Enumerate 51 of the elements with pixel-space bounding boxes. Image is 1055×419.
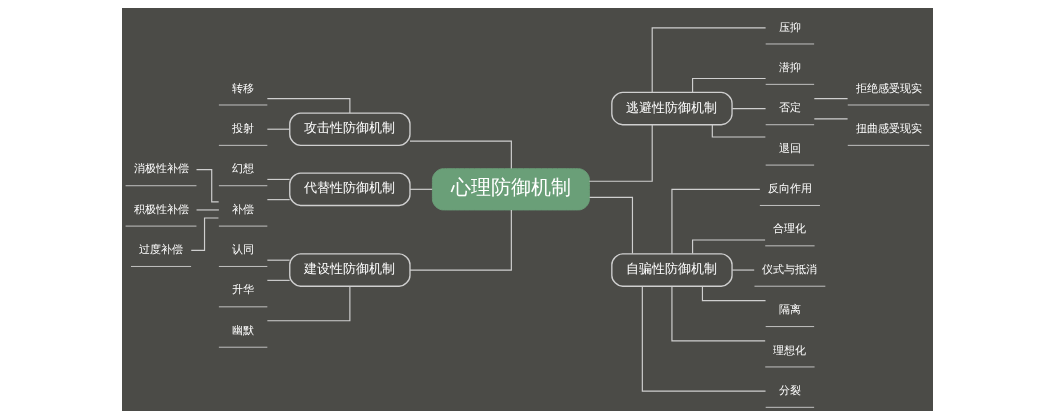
connector — [671, 285, 766, 342]
connector — [813, 98, 849, 100]
node-box: 逃避性防御机制 — [611, 91, 733, 126]
node-text: 升华 — [232, 283, 255, 297]
node-text: 反向作用 — [767, 182, 812, 196]
node-text: 转移 — [232, 81, 255, 95]
node-text: 仪式与抵消 — [762, 262, 818, 276]
node-text: 拒绝感受现实 — [855, 81, 922, 95]
node-text: 隔离 — [778, 303, 801, 317]
connector — [671, 188, 761, 255]
connector — [651, 27, 767, 93]
node-text: 退回 — [778, 141, 801, 155]
node-text: 过度补偿 — [139, 243, 184, 257]
connector — [589, 196, 634, 255]
node-text: 认同 — [232, 243, 255, 257]
connector — [195, 209, 220, 211]
connector — [266, 199, 291, 201]
node-text: 补偿 — [232, 202, 255, 216]
node-text: 消极性补偿 — [133, 162, 189, 176]
connector — [266, 285, 351, 322]
node-text: 合理化 — [773, 222, 807, 236]
node-box: 建设性防御机制 — [289, 253, 411, 287]
connector — [588, 124, 653, 182]
connector — [266, 178, 291, 181]
node-text: 压抑 — [778, 20, 801, 34]
connector — [409, 209, 512, 271]
node-text: 投射 — [232, 121, 255, 135]
node-box: 代替性防御机制 — [289, 172, 411, 207]
connector — [409, 188, 433, 190]
connector — [266, 128, 291, 130]
connector — [409, 140, 512, 170]
node-text: 否定 — [778, 101, 801, 115]
node-text: 潜抑 — [778, 60, 801, 74]
node-text: 分裂 — [778, 383, 801, 397]
node-text: 理想化 — [773, 343, 807, 357]
node-box: 攻击性防御机制 — [289, 112, 411, 147]
node-text: 积极性补偿 — [133, 202, 189, 216]
connector — [813, 118, 849, 120]
connector — [701, 285, 767, 302]
connector — [641, 285, 767, 392]
node-box: 心理防御机制 — [431, 168, 590, 211]
connector — [266, 279, 291, 281]
connector — [731, 269, 755, 271]
node-text: 扭曲感受现实 — [855, 121, 922, 135]
connector — [692, 239, 766, 255]
connector — [195, 169, 220, 203]
node-box: 自骗性防御机制 — [611, 253, 733, 287]
node-text: 幻想 — [232, 162, 255, 176]
connector — [731, 108, 767, 110]
connector — [266, 259, 291, 261]
node-text: 幽默 — [232, 323, 255, 337]
